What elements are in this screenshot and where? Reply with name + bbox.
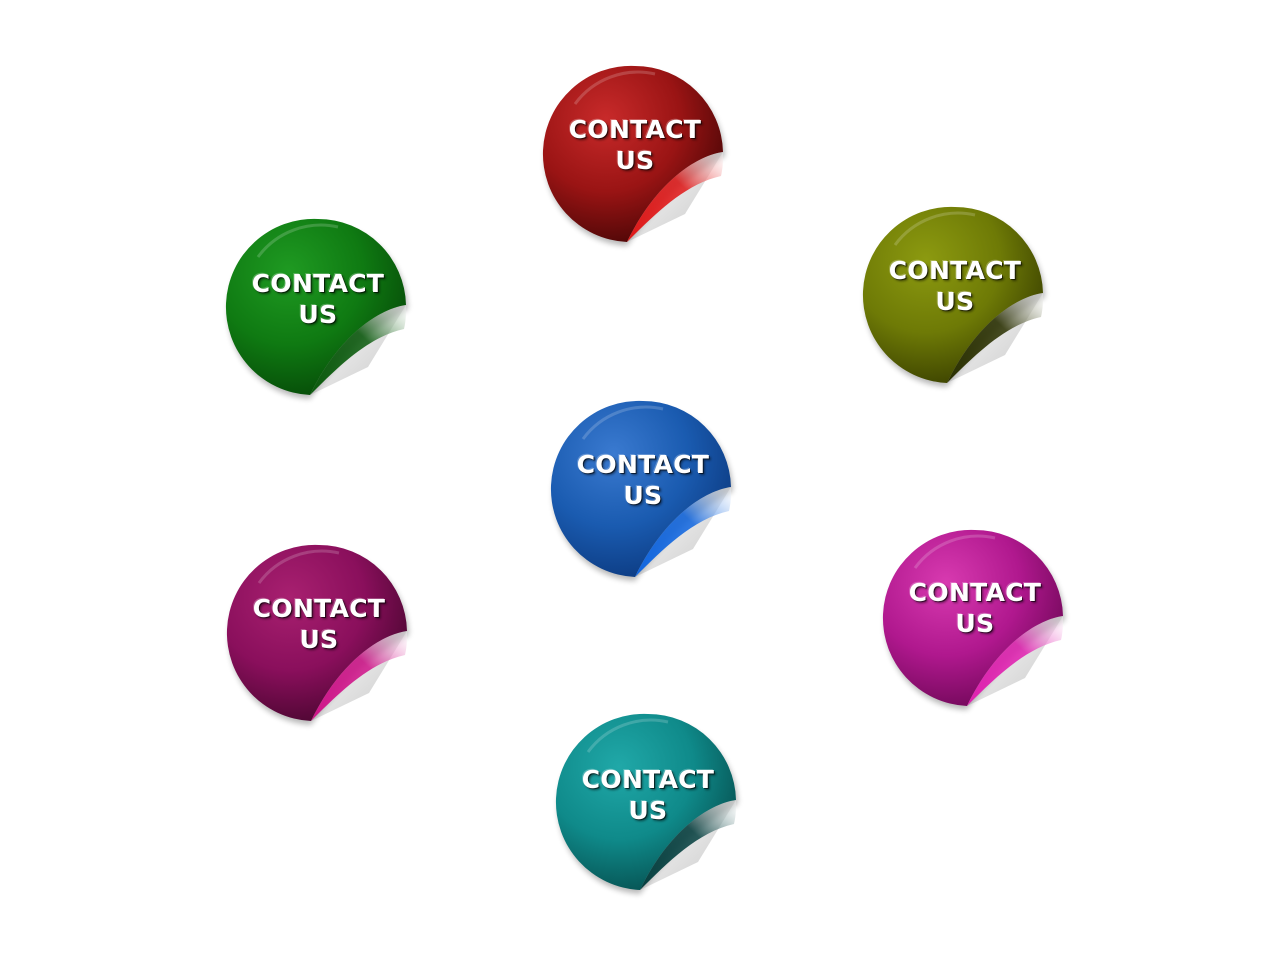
sticker-red-graphic <box>542 65 725 246</box>
contact-us-sticker-red[interactable]: CONTACT US <box>542 64 725 246</box>
contact-us-sticker-teal[interactable]: CONTACT US <box>555 712 738 894</box>
contact-us-sticker-magenta[interactable]: CONTACT US <box>882 528 1065 710</box>
sticker-teal-graphic <box>555 713 738 894</box>
sticker-blue-graphic <box>550 400 733 581</box>
sticker-olive-graphic <box>862 206 1045 387</box>
sticker-purple-graphic <box>226 544 409 725</box>
contact-us-sticker-blue[interactable]: CONTACT US <box>550 399 733 581</box>
sticker-magenta-graphic <box>882 529 1065 710</box>
contact-us-sticker-purple[interactable]: CONTACT US <box>226 543 409 725</box>
sticker-green-graphic <box>225 218 408 399</box>
contact-us-sticker-green[interactable]: CONTACT US <box>225 217 408 399</box>
contact-us-sticker-olive[interactable]: CONTACT US <box>862 205 1045 387</box>
